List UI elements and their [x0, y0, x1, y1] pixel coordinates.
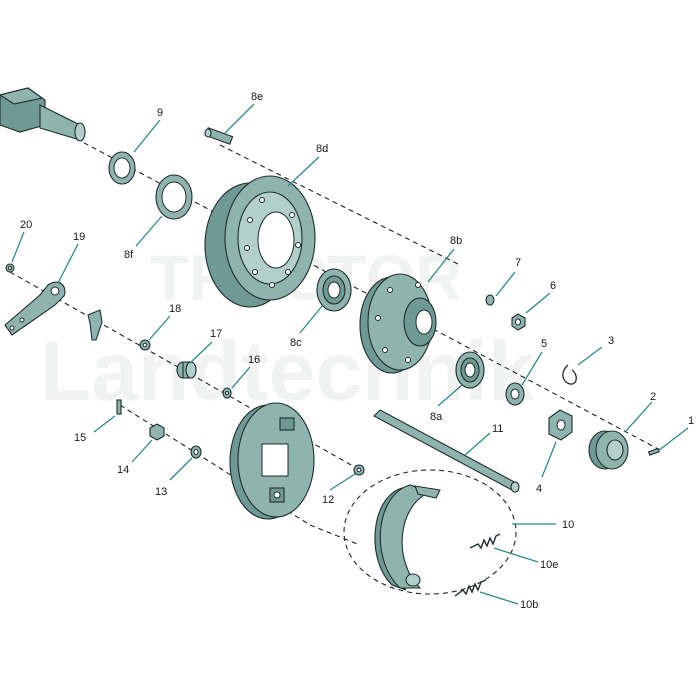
callout-8c: 8c	[290, 337, 302, 349]
callout-13: 13	[155, 486, 167, 498]
leader-15	[93, 415, 116, 433]
leader-17	[189, 341, 213, 364]
callout-1: 1	[688, 415, 694, 427]
bearing-8c	[316, 268, 352, 312]
bearing-8a	[455, 351, 485, 389]
washer-5	[505, 382, 525, 406]
leader-8d	[287, 156, 320, 187]
callout-6: 6	[550, 280, 556, 292]
clip-3	[562, 364, 577, 385]
backplate-axis	[119, 404, 311, 526]
shoe-axis	[309, 524, 361, 546]
callout-19: 19	[73, 231, 85, 243]
callout-4: 4	[536, 483, 542, 495]
leader-10b	[479, 591, 519, 605]
spring-10e	[469, 533, 501, 550]
washer-7	[485, 294, 495, 306]
callout-10e: 10e	[540, 559, 558, 571]
leader-12	[329, 473, 356, 491]
nut-20	[5, 263, 15, 273]
leader-4	[541, 441, 557, 478]
pin-15	[116, 399, 122, 415]
leader-8b	[427, 248, 455, 283]
washer-18	[139, 339, 151, 351]
callout-10b: 10b	[520, 599, 538, 611]
callout-10: 10	[562, 519, 574, 531]
callout-16: 16	[248, 354, 260, 366]
callout-8e: 8e	[251, 91, 263, 103]
hub-cap-2	[588, 430, 629, 470]
callout-18: 18	[169, 303, 181, 315]
leader-1	[657, 427, 689, 452]
washer-16	[222, 387, 232, 399]
leader-14	[131, 439, 153, 463]
spring-10b	[454, 579, 487, 597]
wheel-stud-8e	[204, 127, 234, 145]
brake-shoes	[374, 484, 441, 591]
callout-14: 14	[117, 464, 129, 476]
callout-17: 17	[210, 328, 222, 340]
callout-12: 12	[322, 494, 334, 506]
leader-3	[577, 346, 603, 366]
brake-lever-19	[4, 281, 103, 341]
rod-11	[373, 409, 520, 493]
leader-13	[169, 457, 193, 481]
callout-2: 2	[650, 391, 656, 403]
callout-11: 11	[492, 423, 503, 435]
leader-8e	[224, 103, 255, 134]
leader-20	[11, 231, 25, 263]
backing-plate	[229, 402, 315, 520]
callout-8a: 8a	[430, 411, 443, 423]
leader-10e	[493, 547, 539, 563]
callout-3: 3	[608, 335, 614, 347]
nut-6	[511, 313, 526, 331]
callout-15: 15	[74, 432, 86, 444]
castle-nut-4	[548, 409, 573, 441]
leader-8a	[437, 384, 463, 407]
leader-11	[464, 432, 491, 456]
leader-lines	[11, 103, 689, 605]
leader-9	[133, 119, 161, 153]
callout-8f: 8f	[124, 249, 134, 261]
ring-8f	[155, 174, 193, 220]
washer-13	[190, 445, 202, 459]
leader-19	[57, 243, 79, 284]
callout-8b: 8b	[450, 235, 462, 247]
hub-8b	[359, 273, 437, 374]
callout-20: 20	[20, 219, 32, 231]
callout-9: 9	[157, 107, 163, 119]
leader-16	[231, 366, 251, 389]
callout-8d: 8d	[316, 143, 328, 155]
washer-12	[353, 464, 365, 476]
leader-2	[624, 401, 653, 433]
leader-6	[525, 292, 551, 314]
leader-18	[148, 315, 171, 341]
pin-1	[647, 447, 660, 456]
callout-labels: 1 2 3 4 5 6 7 8a 8b 8c 8d 8e 8f 9 10 10b…	[20, 91, 694, 611]
brake-drum-8d	[204, 175, 316, 308]
callout-5: 5	[541, 338, 547, 350]
leader-7	[495, 271, 516, 297]
leader-8f	[135, 215, 163, 247]
seal-ring-9	[108, 151, 136, 185]
callout-7: 7	[515, 257, 521, 269]
leader-8c	[299, 305, 323, 334]
spindle	[0, 87, 86, 142]
leader-5	[521, 351, 543, 386]
brake-shoe-group-outline	[343, 469, 517, 595]
bushing-17	[176, 361, 197, 379]
nut-14	[149, 423, 165, 441]
